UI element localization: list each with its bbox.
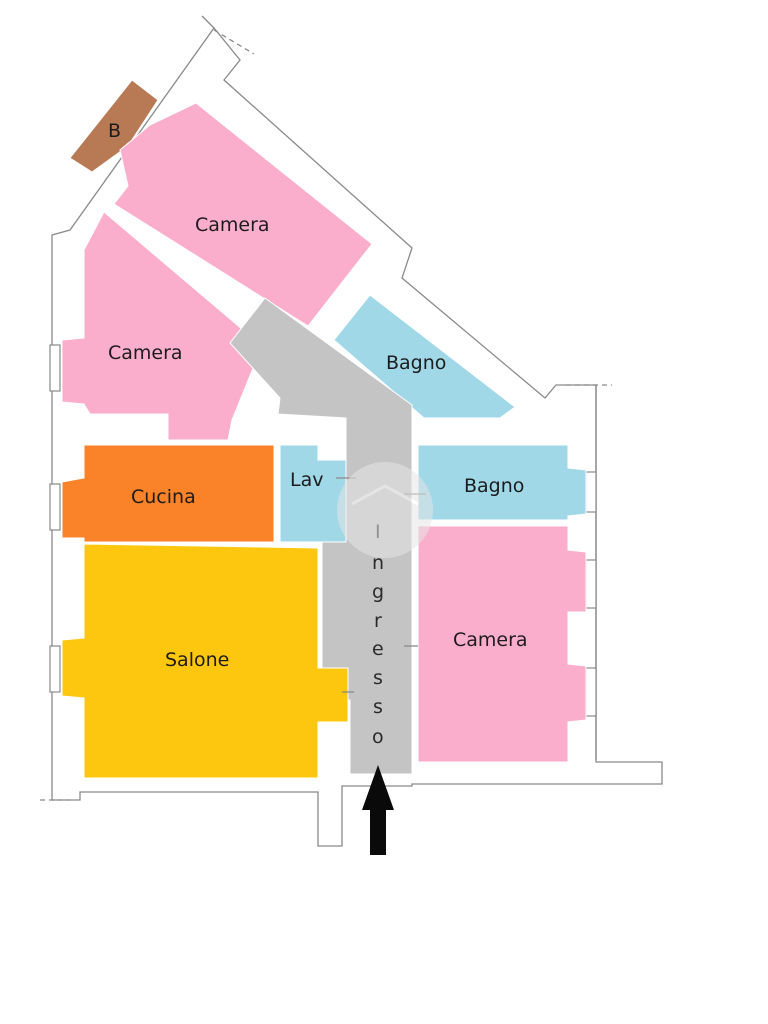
ingresso-letter: s xyxy=(373,667,383,689)
ingresso-letter: g xyxy=(372,581,384,603)
window-salone xyxy=(49,645,61,693)
room-label-bagno-right: Bagno xyxy=(464,475,524,497)
room-camera-left xyxy=(61,211,263,441)
window-camera-right-1 xyxy=(585,559,597,609)
room-cucina xyxy=(61,444,275,543)
room-lav xyxy=(279,444,347,543)
room-bagno-right xyxy=(417,444,587,521)
room-camera-top xyxy=(113,102,373,327)
watermark-circle xyxy=(337,462,433,558)
watermark-logo xyxy=(337,462,433,558)
room-label-camera-right: Camera xyxy=(453,629,528,651)
room-label-salone: Salone xyxy=(165,649,229,671)
room-label-camera-top: Camera xyxy=(195,214,270,236)
window-camera-right-2 xyxy=(585,667,597,717)
room-label-lav: Lav xyxy=(290,469,323,491)
room-label-balcony: B xyxy=(108,120,121,142)
room-balcony xyxy=(69,79,159,173)
window-camera-left xyxy=(49,344,61,392)
room-label-bagno-top: Bagno xyxy=(386,352,446,374)
ingresso-letter: r xyxy=(374,610,382,632)
ingresso-letter: e xyxy=(372,638,384,660)
window-bagno-right xyxy=(585,471,597,513)
ingresso-letter: s xyxy=(373,696,383,718)
ingresso-letter: o xyxy=(372,726,384,748)
room-camera-right xyxy=(417,525,587,763)
watermark-house-icon xyxy=(351,484,419,506)
room-label-cucina: Cucina xyxy=(131,486,196,508)
window-cucina xyxy=(49,483,61,531)
room-salone xyxy=(61,543,349,779)
room-bagno-top xyxy=(333,294,516,419)
room-label-camera-left: Camera xyxy=(108,342,183,364)
entrance-arrow-icon xyxy=(362,765,394,855)
